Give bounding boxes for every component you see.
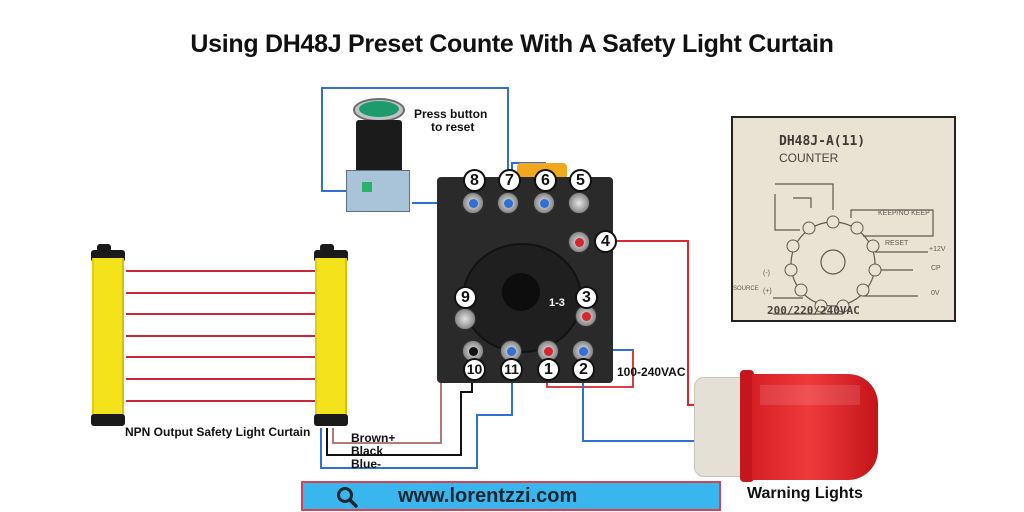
schematic-source-label: SOURCE [733, 286, 759, 292]
schematic-0v-label: 0V [931, 290, 940, 297]
reset-push-button[interactable] [342, 98, 418, 216]
terminal-9-screw[interactable] [454, 308, 476, 330]
light-curtain-caption: NPN Output Safety Light Curtain [125, 425, 311, 439]
terminal-8-screw[interactable] [462, 192, 484, 214]
dh48j-schematic: DH48J-A(11) COUNTER KEEP/NO KEEP RESET +… [731, 116, 956, 322]
to-reset-label: to reset [431, 120, 475, 134]
schematic-cp-label: CP [931, 265, 941, 272]
wire-brown-label: Brown+ [351, 431, 396, 445]
schematic-model: DH48J-A(11) [779, 134, 866, 149]
schematic-type: COUNTER [779, 151, 839, 165]
terminal-3-label: 3 [575, 286, 598, 309]
terminal-3-screw[interactable] [575, 305, 597, 327]
schematic-circuit [773, 183, 934, 315]
terminal-7-screw[interactable] [497, 192, 519, 214]
url-text[interactable]: www.lorentzzi.com [398, 485, 578, 507]
press-button-label: Press button [414, 107, 488, 121]
url-banner[interactable]: www.lorentzzi.com [301, 481, 721, 511]
terminal-4-screw[interactable] [568, 231, 590, 253]
terminal-5-label: 5 [569, 169, 592, 192]
terminal-11-screw[interactable] [500, 340, 522, 362]
schematic-12v-label: +12V [929, 246, 946, 253]
schematic-supply-label: 200/220/240VAC [767, 304, 860, 317]
voltage-label: 100-240VAC [617, 365, 686, 379]
terminal-6-label: 6 [534, 169, 557, 192]
schematic-plus-label: (+) [763, 288, 772, 295]
warning-lights-label: Warning Lights [747, 485, 863, 502]
terminal-9-label: 9 [454, 286, 477, 309]
schematic-reset-label: RESET [885, 240, 909, 247]
terminal-6-screw[interactable] [533, 192, 555, 214]
diagram-title: Using DH48J Preset Counte With A Safety … [190, 30, 834, 58]
terminal-1-screw[interactable] [537, 340, 559, 362]
wire-blue-label: Blue- [351, 457, 381, 471]
terminal-2-label: 2 [572, 358, 595, 381]
terminal-5-screw[interactable] [568, 192, 590, 214]
terminal-7-label: 7 [498, 169, 521, 192]
terminal-4-label: 4 [594, 230, 617, 253]
wire-black-label: Black [351, 444, 384, 458]
terminal-8-label: 8 [463, 169, 486, 192]
terminal-10-screw[interactable] [462, 340, 484, 362]
terminal-10-label: 10 [463, 358, 486, 381]
terminal-11-label: 11 [500, 358, 523, 381]
search-icon [337, 487, 358, 508]
schematic-minus-label: (-) [763, 270, 770, 277]
schematic-keep-label: KEEP/NO KEEP [878, 210, 930, 217]
terminal-1-label: 1 [537, 358, 560, 381]
jumper-label: 1-3 [549, 297, 565, 309]
